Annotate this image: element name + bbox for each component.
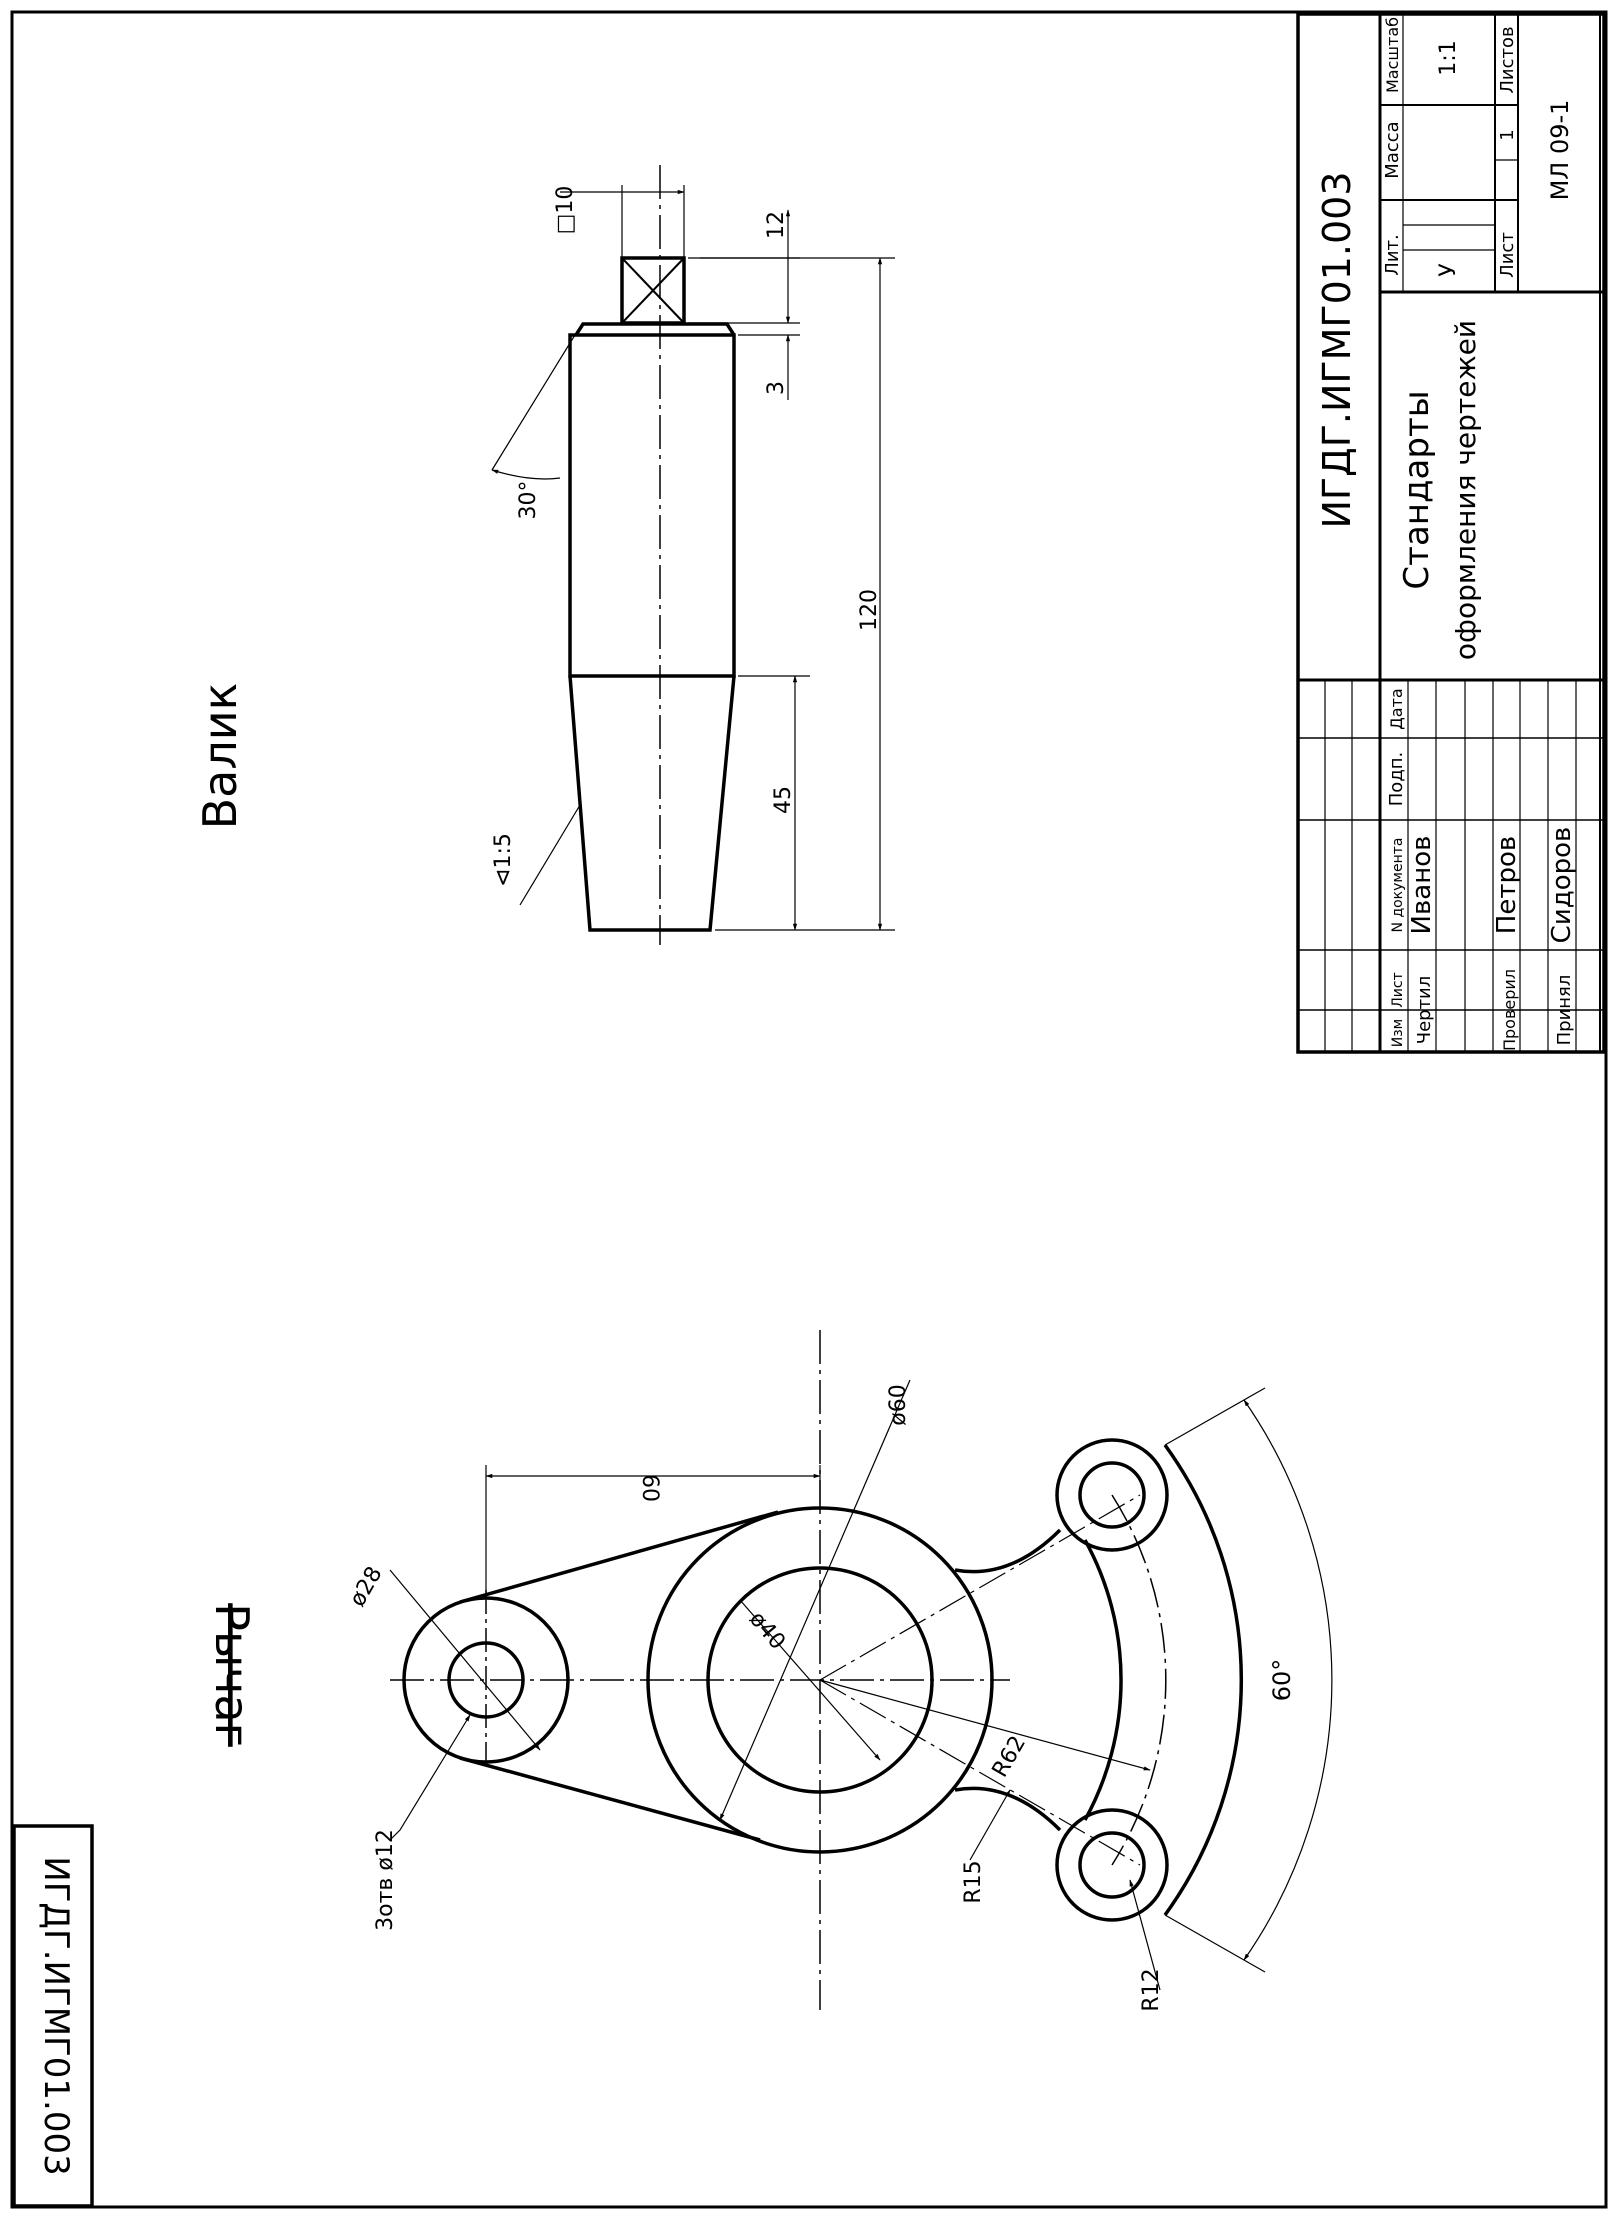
title-block: [1296, 12, 1606, 1054]
side-stamp-code: ИГДГ.ИГМГ01.003: [36, 1856, 76, 2175]
dim-12-text: 12: [764, 211, 789, 239]
tb-lit-header: Лит.: [1382, 234, 1403, 275]
wing-hole-upper: [1078, 1461, 1146, 1529]
tb-name-3: Сидоров: [1547, 827, 1577, 944]
tb-sheet-label: Лист: [1497, 232, 1518, 278]
dim-3-text: 3: [764, 381, 789, 395]
angle-60-text: 60°: [1268, 1659, 1296, 1702]
shaft-chamfer: [574, 322, 736, 336]
d28-leader: [389, 1569, 541, 1751]
arm-lower: [459, 1756, 761, 1842]
tb-sheets-value: 1: [1497, 129, 1518, 140]
small-boss-outer: [402, 1596, 570, 1764]
r62-leader: [819, 1679, 1151, 1771]
tb-role-2: Проверил: [1500, 969, 1519, 1051]
d60-leader: [719, 1379, 911, 1821]
shaft-taper: [568, 675, 736, 932]
side-stamp: ИГДГ.ИГМГ01.003: [12, 1824, 94, 2208]
tb-role-1: Чертил: [1414, 976, 1435, 1045]
dim-60-text: 60: [637, 1474, 662, 1502]
tb-sheets-label: Листов: [1497, 26, 1518, 93]
wing-inner-arc: [1083, 1539, 1123, 1821]
tb-doc-code: ИГДГ.ИГМГ01.003: [1315, 171, 1359, 528]
outer-border: [10, 10, 1608, 2209]
holes-text: 3отв ø12: [373, 1829, 398, 1931]
square-cross-b: [621, 257, 685, 324]
angle-60-arc: [1243, 1399, 1333, 1961]
chamfer-leader: [491, 329, 579, 471]
taper-leader: [519, 804, 581, 906]
holes-leader: [389, 1714, 471, 1841]
d60-text: ø60: [886, 1384, 911, 1425]
wing-outer-arc: [1163, 1443, 1243, 1917]
angle-30-arc: [491, 469, 561, 480]
dim-45-text: 45: [771, 786, 796, 814]
tb-col-doc: N документа: [1390, 838, 1406, 933]
tb-lit-value: У: [1436, 263, 1461, 277]
hub-bore: [706, 1566, 934, 1794]
fillet-upper: [954, 1528, 1062, 1574]
shaft-drawing: [491, 165, 895, 945]
r12-leader: [1129, 1879, 1161, 1991]
tb-name-2: Петров: [1492, 836, 1522, 934]
dim-square-text: □10: [553, 186, 578, 235]
shaft-cylinder: [568, 333, 736, 678]
tb-col-list: Лист: [1390, 972, 1406, 1007]
hub-outer: [646, 1506, 994, 1854]
r62-text: R62: [988, 1732, 1031, 1782]
r15-text: R15: [961, 1860, 986, 1903]
angle-30-text: 30°: [516, 481, 541, 520]
tb-role-3: Принял: [1554, 975, 1575, 1046]
dim-120-text: 120: [857, 589, 882, 631]
tb-group: МЛ 09-1: [1546, 100, 1574, 201]
r15-leader: [969, 1789, 1011, 1861]
d40-text: ø40: [744, 1607, 790, 1655]
wing-boss-lower: [1055, 1808, 1169, 1922]
small-boss-hole: [447, 1641, 525, 1719]
tb-scale-header: Масштаб: [1383, 17, 1402, 93]
r12-text: R12: [1139, 1968, 1164, 2011]
rychag-title: Рычаг: [205, 1603, 259, 1747]
wing-hole-lower: [1078, 1831, 1146, 1899]
tb-name-1: Иванов: [1407, 836, 1437, 935]
tb-mass-header: Масса: [1382, 121, 1403, 178]
d40-leader: [739, 1599, 881, 1761]
arm-upper: [459, 1510, 779, 1604]
valik-title: Валик: [193, 683, 247, 830]
tb-title-line1: Стандарты: [1397, 390, 1437, 589]
tb-col-sign: Подп.: [1386, 752, 1407, 806]
lever-drawing: [389, 1330, 1333, 2010]
taper-text: ⊲1:5: [491, 833, 516, 887]
wing-boss-upper: [1055, 1438, 1169, 1552]
d28-text: ø28: [345, 1563, 387, 1611]
tb-col-izm: Изм: [1390, 1019, 1406, 1047]
tb-scale-value: 1:1: [1436, 40, 1461, 75]
tb-title-line2: оформления чертежей: [1449, 320, 1482, 660]
tb-col-date: Дата: [1387, 688, 1406, 729]
